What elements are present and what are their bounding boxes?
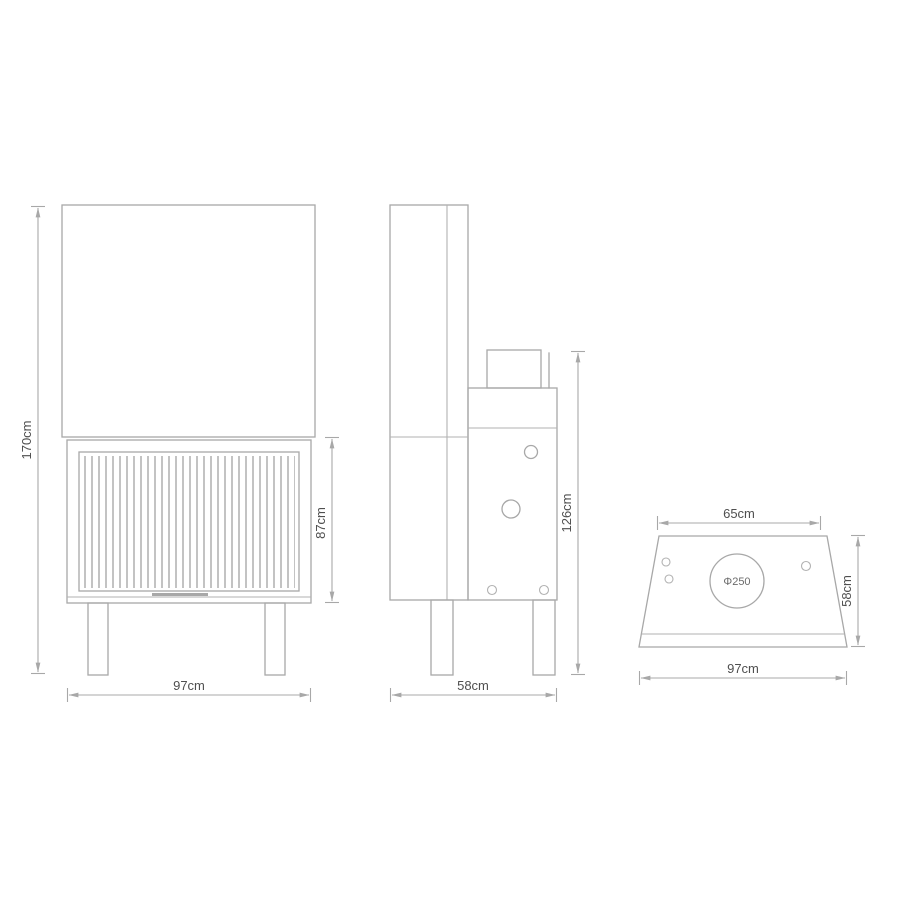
dimension-top-width: 65cm — [656, 506, 822, 530]
dim-label-overall-height: 170cm — [19, 420, 34, 459]
dimension-front-overall-height: 170cm — [19, 205, 45, 675]
top-view: Φ250 — [638, 535, 848, 648]
dimension-side-height: 126cm — [559, 350, 585, 676]
front-firebox-outer-frame — [66, 439, 312, 604]
side-front-leg — [430, 599, 454, 676]
top-outline — [638, 535, 848, 648]
dim-label-firebox-height: 87cm — [313, 507, 328, 539]
top-bolt-left-upper — [661, 557, 671, 567]
side-body — [467, 387, 558, 601]
dim-label-side-depth: 58cm — [457, 678, 489, 693]
side-flue-outlet — [486, 349, 542, 389]
front-left-leg — [87, 602, 109, 676]
side-bolt-left — [486, 584, 498, 596]
front-right-leg — [264, 602, 286, 676]
dim-label-top-depth: 58cm — [839, 575, 854, 607]
dimension-top-depth: 58cm — [839, 534, 865, 648]
dimension-front-firebox-height: 87cm — [313, 436, 339, 604]
front-upper-panel — [61, 204, 316, 438]
front-firebox-inner-frame — [78, 451, 300, 592]
dimension-side-depth: 58cm — [389, 678, 558, 702]
side-front-frame — [389, 204, 469, 601]
side-knob-upper — [523, 444, 539, 460]
side-bolt-right — [538, 584, 550, 596]
side-knob-lower — [501, 499, 521, 519]
dimension-top-bottom-width: 97cm — [638, 661, 848, 685]
top-flue-circle — [709, 553, 765, 609]
dim-label-overall-width: 97cm — [173, 678, 205, 693]
dim-label-side-height: 126cm — [559, 493, 574, 532]
dim-label-top-bottom-width: 97cm — [727, 661, 759, 676]
dim-label-top-width: 65cm — [723, 506, 755, 521]
top-bolt-right — [800, 560, 812, 572]
side-back-leg — [532, 599, 556, 676]
top-bolt-left-lower — [664, 574, 674, 584]
top-flue-label: Φ250 — [723, 576, 750, 588]
side-view — [389, 204, 558, 676]
dimension-front-overall-width: 97cm — [66, 678, 312, 702]
front-firebox-grille — [83, 456, 295, 588]
front-view — [61, 204, 316, 676]
